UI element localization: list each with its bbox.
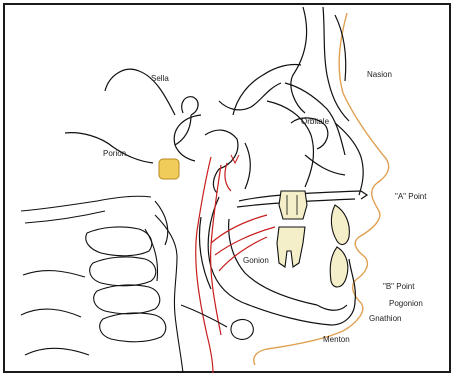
label-sella: Sella bbox=[151, 75, 169, 83]
hyoid-bone bbox=[231, 320, 253, 340]
cervical-vertebrae bbox=[21, 196, 227, 373]
upper-molar-tooth bbox=[279, 191, 307, 219]
porion-marker bbox=[159, 159, 179, 179]
label-orbitale: Orbitale bbox=[301, 118, 329, 126]
label-nasion: Nasion bbox=[367, 71, 392, 79]
label-menton: Menton bbox=[323, 336, 350, 344]
label-pogonion: Pogonion bbox=[389, 300, 423, 308]
upper-incisor-tooth bbox=[331, 205, 349, 244]
label-a-point: "A" Point bbox=[395, 193, 426, 201]
lower-molar-tooth bbox=[277, 227, 305, 267]
soft-tissue-profile bbox=[254, 13, 389, 365]
airway-pharynx bbox=[196, 157, 275, 373]
label-gnathion: Gnathion bbox=[369, 315, 401, 323]
label-b-point: "B" Point bbox=[383, 283, 414, 291]
cephalometric-diagram-frame: Sella Nasion Porion Orbitale "A" Point G… bbox=[3, 3, 451, 373]
label-gonion: Gonion bbox=[243, 257, 269, 265]
lower-incisor-tooth bbox=[330, 247, 348, 287]
label-porion: Porion bbox=[103, 150, 126, 158]
cranium-outline bbox=[65, 7, 363, 195]
